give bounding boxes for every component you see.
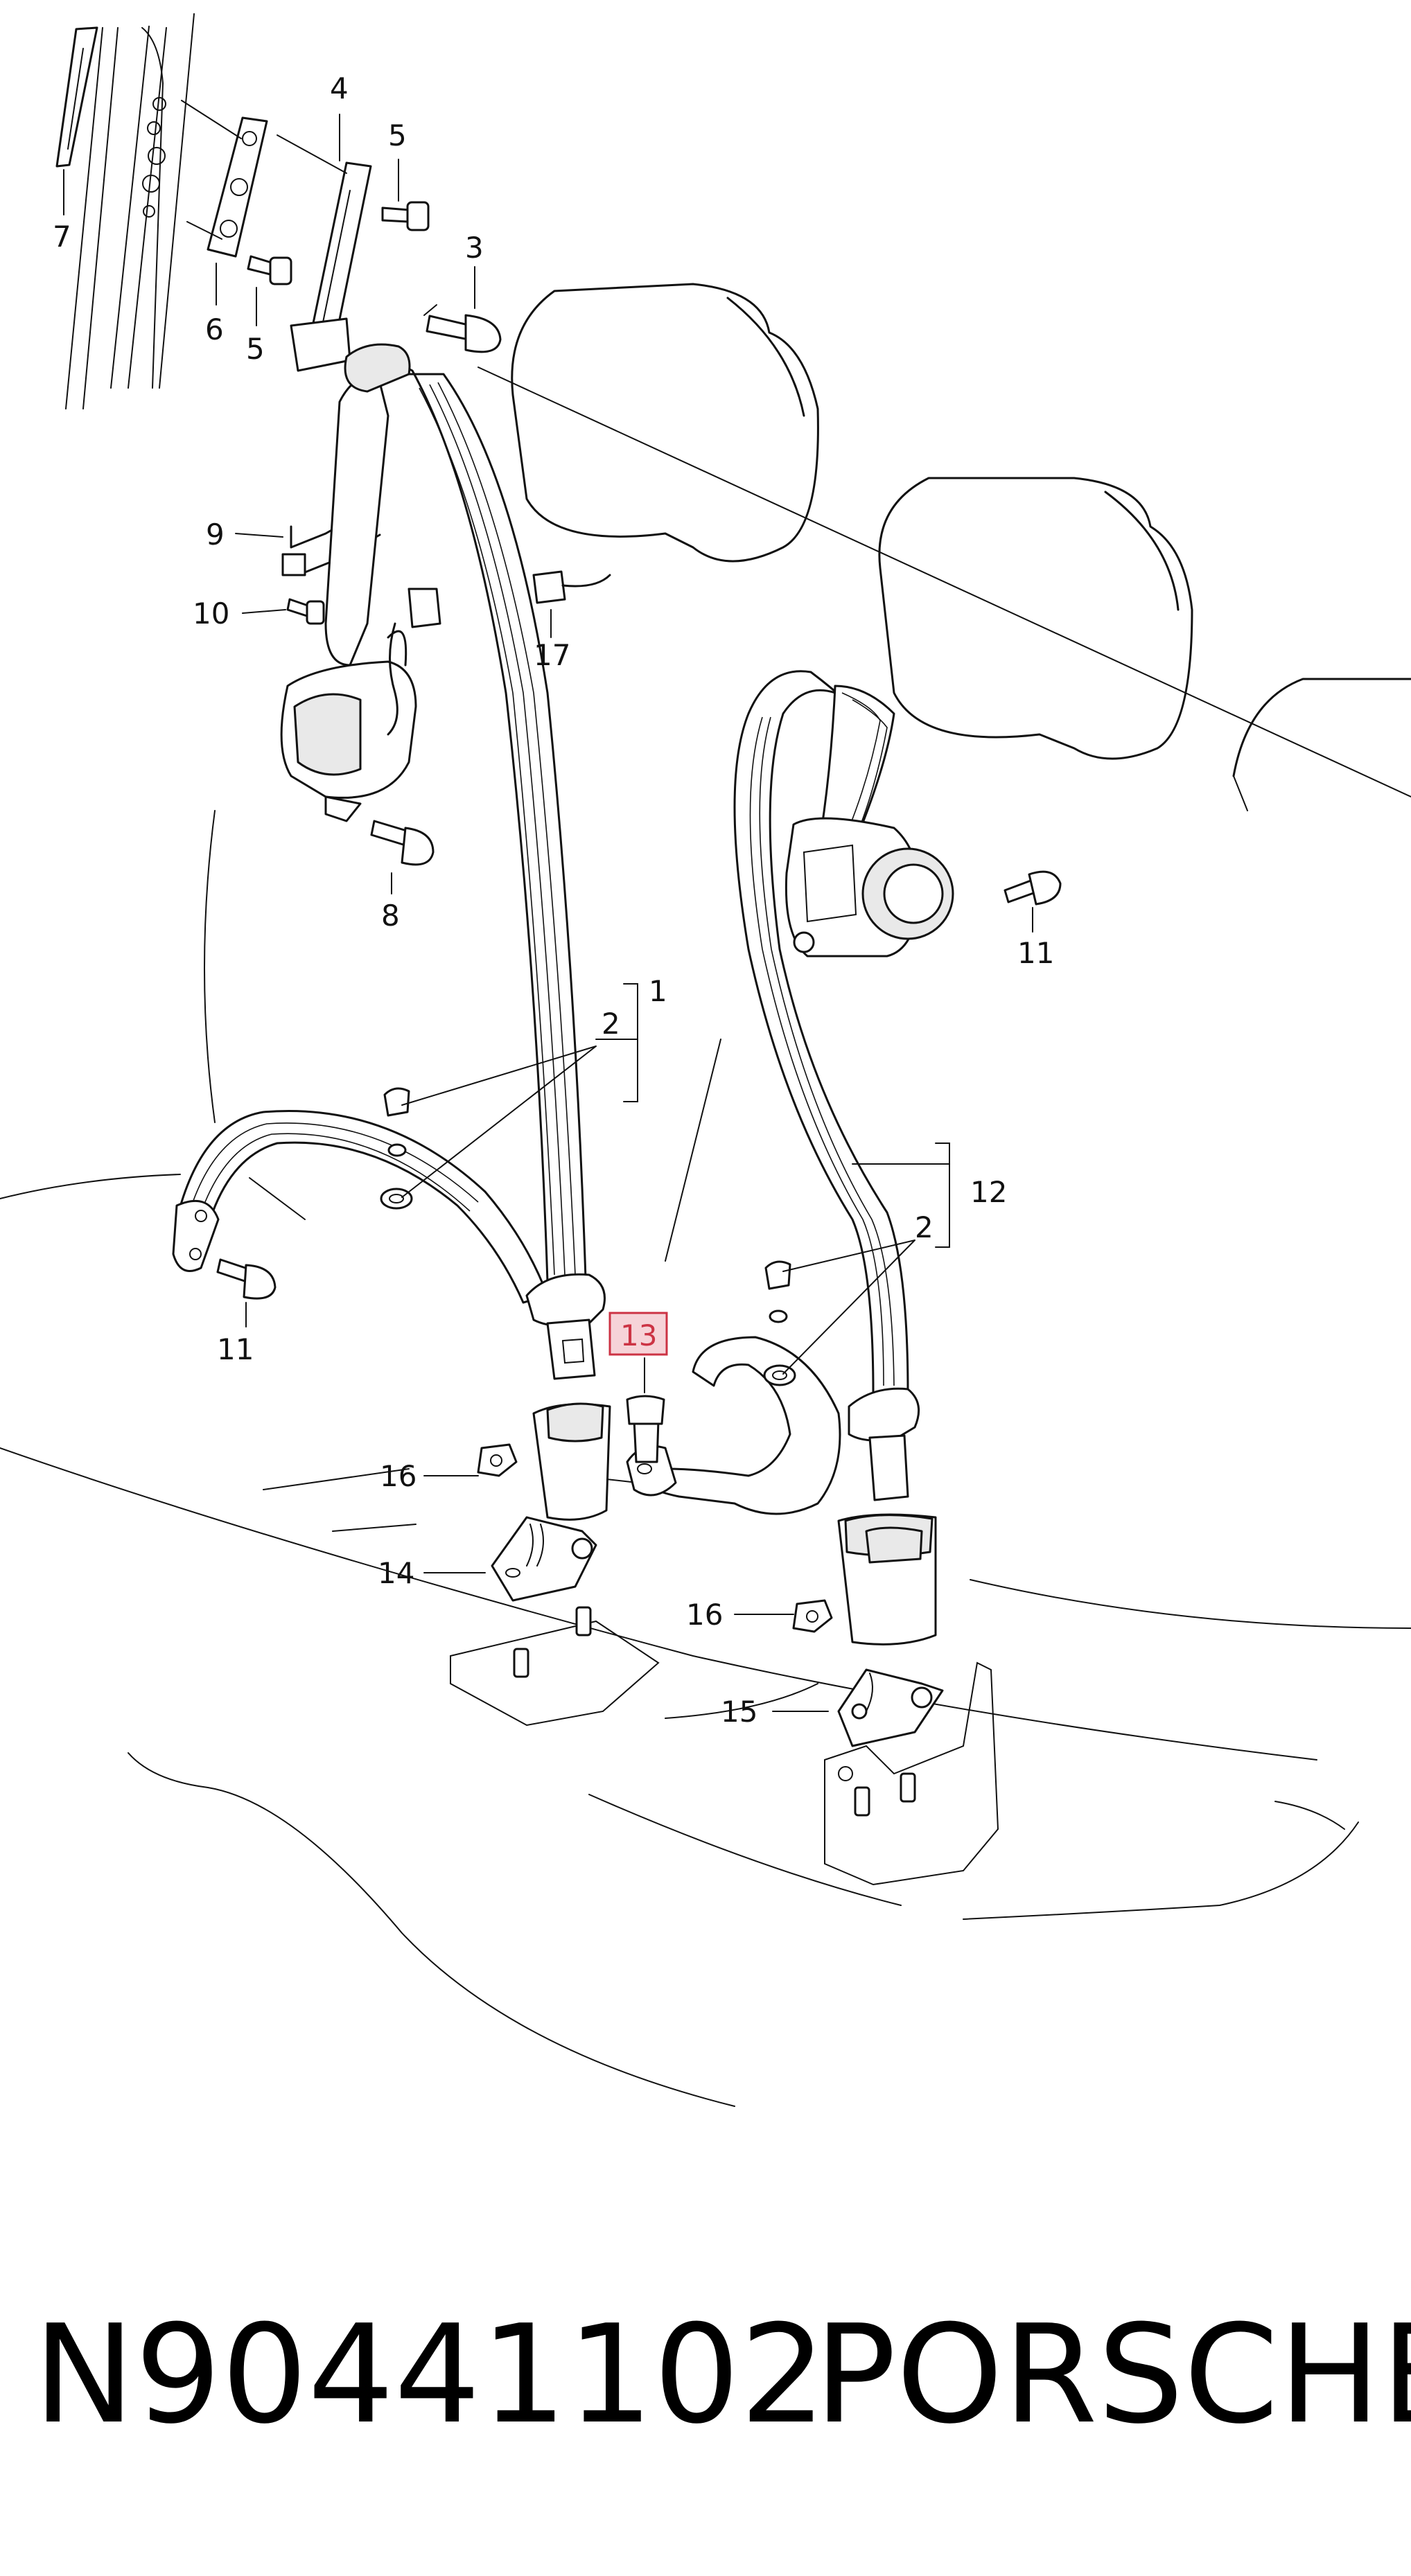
callout-15: 15	[721, 1695, 757, 1729]
floor-bracket-right	[824, 1661, 999, 1886]
callout-4: 4	[330, 71, 349, 105]
callout-8: 8	[381, 899, 400, 933]
callout-1: 1	[649, 974, 667, 1008]
connector-part-17	[532, 570, 611, 604]
nut-part-16-right	[792, 1599, 833, 1633]
callout-5-lower: 5	[246, 332, 265, 366]
callout-11-left: 11	[217, 1332, 254, 1366]
callout-13-highlight-box	[608, 1312, 668, 1356]
bolt-part-3	[423, 304, 502, 353]
right-belt-assembly-part-12	[733, 670, 909, 1394]
cap-part-2-left	[380, 1087, 413, 1210]
bolt-part-11-left	[216, 1258, 277, 1300]
buckle-part-15	[837, 1513, 944, 1747]
guide-rail-part-4	[277, 134, 372, 372]
seat-and-floor-outlines	[0, 367, 1411, 2107]
leader-lines	[63, 114, 1033, 1712]
headrest-outlines	[511, 283, 1411, 811]
bolt-part-11-right	[1004, 870, 1062, 906]
callout-11-right: 11	[1017, 936, 1054, 970]
callout-2-left: 2	[602, 1007, 620, 1041]
callout-14: 14	[378, 1556, 414, 1590]
screw-part-10	[286, 598, 325, 625]
bolt-part-8	[370, 820, 435, 866]
callout-7: 7	[53, 220, 71, 254]
adjuster-plate-part-6	[181, 100, 268, 258]
bolt-part-5-lower	[247, 255, 292, 285]
left-tongue-plate	[525, 1273, 606, 1380]
b-pillar-outline	[65, 13, 195, 409]
callout-16-left: 16	[380, 1459, 417, 1493]
callout-13: 13	[620, 1318, 657, 1352]
bolt-part-13	[626, 1395, 665, 1463]
callout-6: 6	[205, 312, 224, 346]
callout-2-right: 2	[915, 1210, 934, 1244]
callout-12: 12	[970, 1175, 1007, 1209]
floor-plate-left	[450, 1606, 660, 1727]
cover-strip-part-7	[55, 26, 98, 168]
bolt-part-5-upper	[381, 201, 430, 231]
callout-3: 3	[465, 231, 484, 265]
left-belt-assembly-part-1	[280, 343, 587, 1283]
callout-5-upper: 5	[388, 118, 407, 152]
buckle-part-14	[491, 1402, 611, 1602]
cap-part-2-right	[763, 1260, 796, 1386]
right-retractor	[785, 817, 954, 958]
nut-part-16-left	[477, 1443, 518, 1477]
brand-label: PORSCHE	[814, 2296, 1411, 2454]
callout-16-right: 16	[686, 1598, 723, 1632]
callout-10: 10	[193, 597, 229, 630]
pillar-holes	[142, 97, 166, 218]
callout-labels: 7 6 4 5 5 3 9 10 17 8 1 2 11 11 12 2 13 …	[53, 71, 1054, 1729]
callout-9: 9	[206, 518, 225, 552]
callout-17: 17	[534, 638, 570, 672]
part-number-label: N90441102	[33, 2296, 827, 2454]
right-tongue-plate	[848, 1387, 920, 1501]
